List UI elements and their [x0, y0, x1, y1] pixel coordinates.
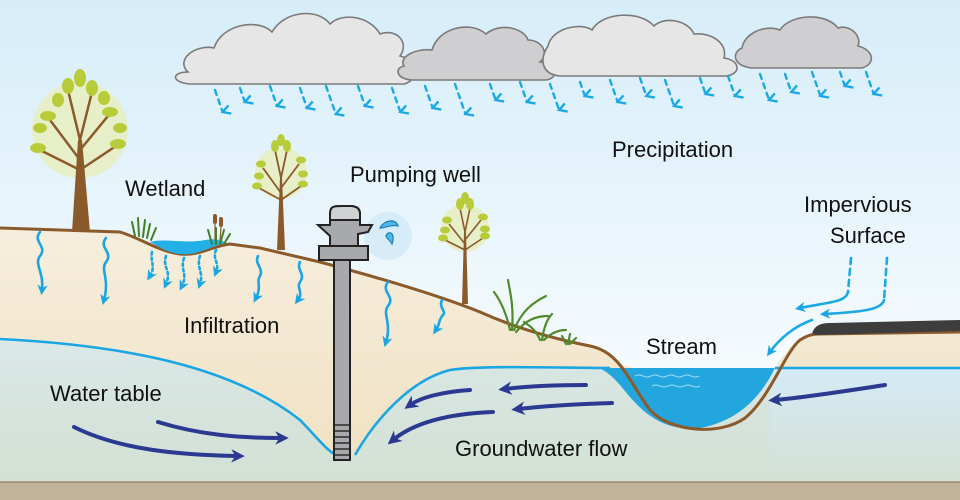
groundwater-flow-arrows: [72, 381, 887, 463]
tree-icon: [252, 134, 308, 250]
stream-ripples: [634, 374, 701, 388]
tree-icon: [30, 69, 128, 232]
raindrop-icon: [356, 84, 365, 106]
label-wetland: Wetland: [125, 176, 205, 201]
raindrop-icon: [726, 74, 735, 96]
raindrop-icon: [518, 80, 527, 102]
raindrop-icon: [548, 82, 559, 110]
stream-water: [598, 368, 775, 429]
label-water-table: Water table: [50, 381, 162, 406]
raindrop-icon: [324, 84, 336, 114]
well-pump-icon: [315, 205, 412, 461]
raindrop-icon: [783, 72, 791, 92]
raindrop-icon: [390, 86, 400, 112]
impervious-surface: [812, 320, 960, 335]
raindrop-icon: [663, 78, 674, 106]
raindrop-icon: [298, 86, 307, 108]
tree-icon: [438, 192, 490, 304]
label-surface: Surface: [830, 223, 906, 248]
raindrop-icon: [864, 70, 874, 94]
raindrop-icon: [268, 84, 277, 106]
label-infiltration: Infiltration: [184, 313, 279, 338]
water-splash-icon: [379, 220, 399, 246]
raindrop-icon: [578, 80, 585, 96]
cattail-icon: [213, 214, 223, 241]
raindrop-icon: [638, 76, 646, 96]
wetland-pond: [150, 239, 226, 255]
ground-surface-line: [0, 226, 960, 431]
grass-icon: [131, 217, 231, 245]
grass-icon: [492, 278, 578, 346]
precipitation-rain: [213, 70, 874, 114]
label-precipitation: Precipitation: [612, 137, 733, 162]
raindrop-icon: [810, 70, 820, 96]
raindrop-icon: [238, 86, 245, 102]
raindrop-icon: [608, 78, 618, 102]
infiltration-arrows: [36, 230, 446, 347]
raindrop-icon: [453, 82, 466, 114]
raindrop-icon: [213, 88, 223, 112]
label-impervious: Impervious: [804, 192, 912, 217]
cloud-icon: [174, 12, 873, 85]
raindrop-icon: [423, 84, 433, 108]
label-stream: Stream: [646, 334, 717, 359]
water-table-line: [0, 337, 960, 457]
label-groundwater-flow: Groundwater flow: [455, 436, 628, 461]
runoff-arrows: [766, 256, 889, 357]
bedrock: [0, 482, 960, 500]
raindrop-icon: [758, 72, 769, 100]
label-pumping-well: Pumping well: [350, 162, 481, 187]
groundwater-right: [770, 368, 960, 482]
raindrop-icon: [838, 70, 845, 86]
raindrop-icon: [488, 82, 496, 100]
raindrop-icon: [698, 76, 706, 94]
